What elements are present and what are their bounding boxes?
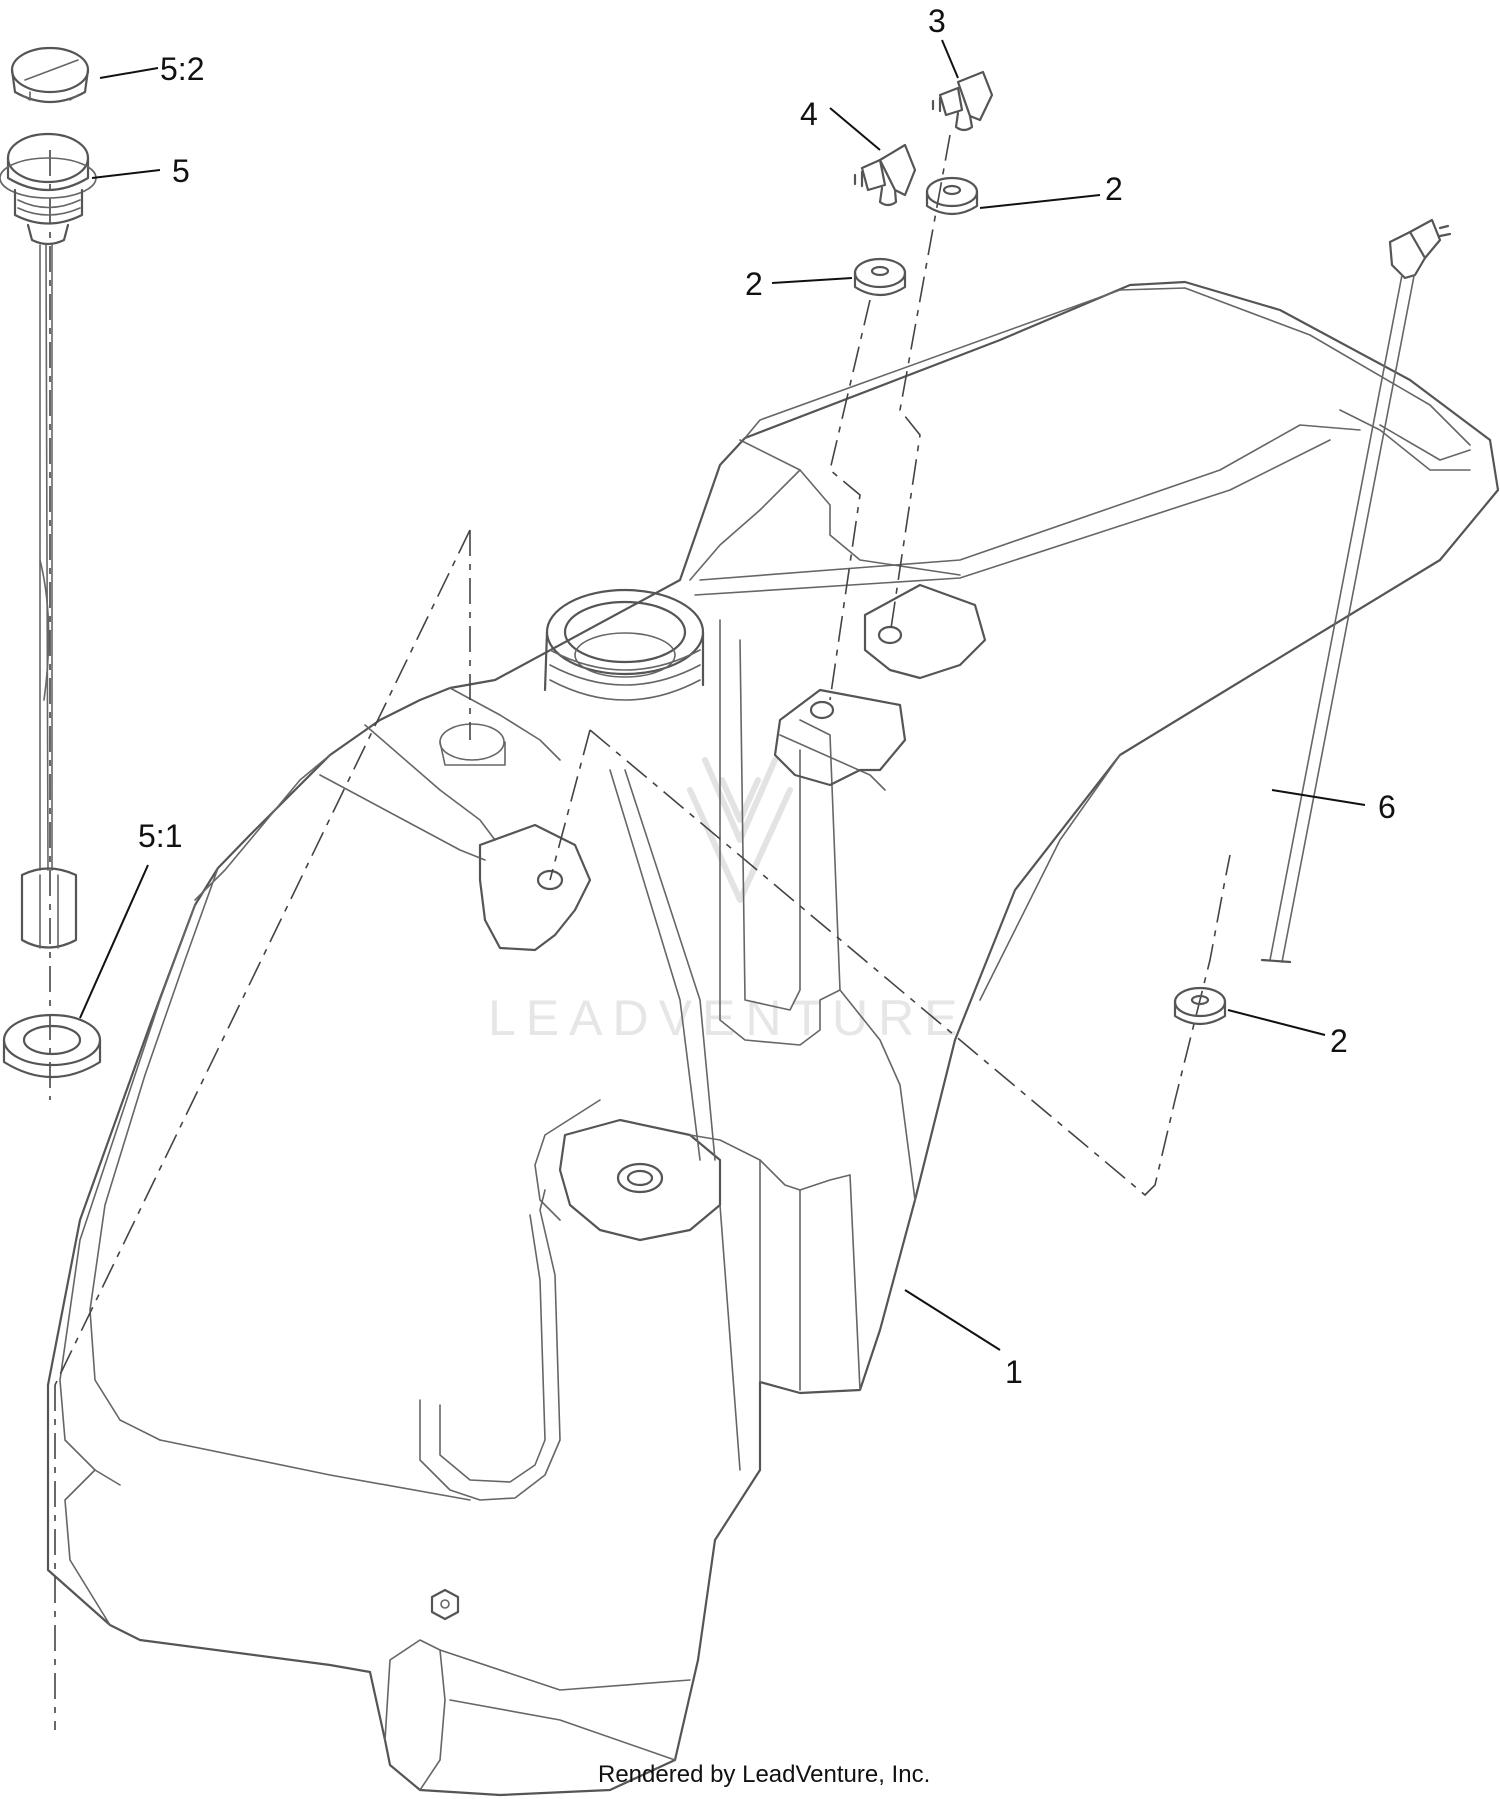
- part-2-grommet-upper-right: [925, 176, 979, 216]
- part-5-sending-unit: [0, 132, 97, 949]
- callout-4: 4: [800, 96, 818, 132]
- callout-2-upper-left: 2: [745, 266, 763, 302]
- callout-2-upper-right: 2: [1105, 171, 1123, 207]
- part-6-pickup-tube: [1260, 218, 1452, 964]
- part-5-1-grommet: [2, 1013, 102, 1078]
- callout-5-1: 5:1: [138, 818, 182, 854]
- part-4-elbow-fitting: [853, 143, 917, 207]
- callout-2-lower-right: 2: [1330, 1023, 1348, 1059]
- leadventure-watermark: LEADVENTURE: [488, 757, 968, 1046]
- callouts: 5:2 5 5:1 4 3 2 2 2 6 1: [138, 3, 1396, 1390]
- callout-5: 5: [172, 153, 190, 189]
- fuel-tank: [46, 280, 1500, 1797]
- callout-5-2: 5:2: [160, 51, 204, 87]
- assembly-lines: [49, 134, 1231, 1730]
- callout-1: 1: [1005, 1354, 1023, 1390]
- part-5-2-cap: [10, 46, 90, 103]
- callout-3: 3: [928, 3, 946, 39]
- callout-6: 6: [1378, 789, 1396, 825]
- leader-lines: [79, 39, 1366, 1351]
- part-2-grommet-lower-right: [1173, 986, 1227, 1026]
- part-2-grommet-upper-left: [853, 257, 907, 297]
- watermark-text: LEADVENTURE: [488, 990, 968, 1046]
- footer-credit: Rendered by LeadVenture, Inc.: [598, 1761, 930, 1788]
- part-3-elbow-fitting: [931, 70, 994, 132]
